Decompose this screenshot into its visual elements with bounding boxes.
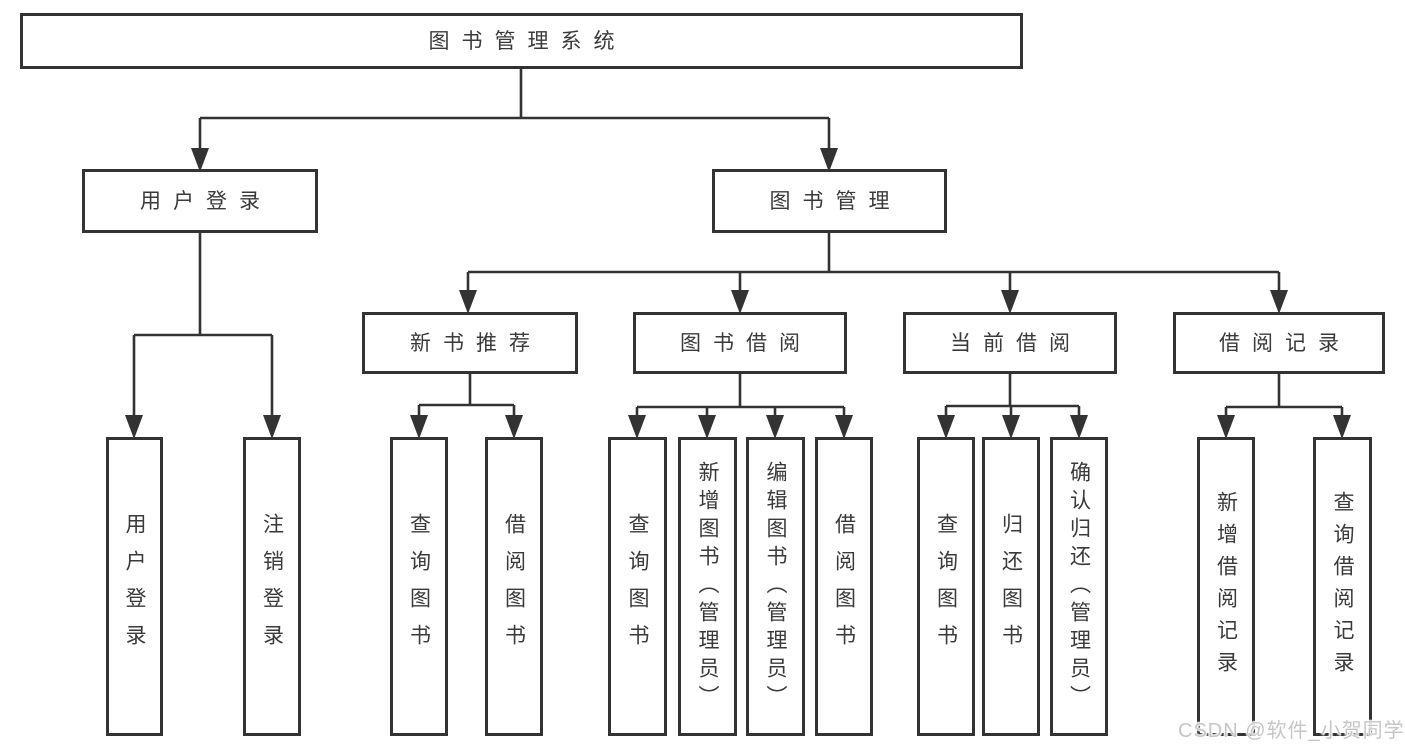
leaf-label: 新增图书（管理员） bbox=[696, 460, 719, 713]
leaf-label: 编辑图书（管理员） bbox=[764, 460, 787, 713]
leaf-query-books: 查询图书 bbox=[608, 437, 667, 736]
csdn-watermark: CSDN @软件_小贺同学 bbox=[1178, 720, 1405, 742]
leaf-add-books-admin: 新增图书（管理员） bbox=[678, 437, 737, 736]
leaf-label: 查询图书 bbox=[407, 512, 431, 661]
leaf-label: 确认归还（管理员） bbox=[1067, 460, 1091, 713]
leaf-query-books: 查询图书 bbox=[390, 437, 448, 736]
leaf-label: 查询借阅记录 bbox=[1331, 490, 1354, 683]
leaf-edit-books-admin: 编辑图书（管理员） bbox=[746, 437, 805, 736]
leaf-logout: 注销登录 bbox=[243, 437, 301, 736]
leaf-borrow-books: 借阅图书 bbox=[485, 437, 543, 736]
node-new-book-recommendation: 新书推荐 bbox=[362, 312, 578, 374]
node-borrowing-records: 借阅记录 bbox=[1173, 312, 1385, 374]
node-current-borrowing: 当前借阅 bbox=[903, 312, 1117, 374]
node-root: 图书管理系统 bbox=[20, 13, 1023, 69]
leaf-query-books: 查询图书 bbox=[917, 437, 975, 736]
leaf-borrow-books: 借阅图书 bbox=[815, 437, 873, 736]
leaf-label: 注销登录 bbox=[260, 512, 284, 661]
node-book-borrowing: 图书借阅 bbox=[633, 312, 847, 374]
leaf-label: 用户登录 bbox=[123, 512, 146, 661]
leaf-label: 借阅图书 bbox=[502, 512, 526, 661]
node-book-management: 图书管理 bbox=[712, 169, 947, 233]
leaf-label: 归还图书 bbox=[999, 512, 1023, 661]
leaf-user-login: 用户登录 bbox=[106, 437, 163, 736]
node-user-login: 用户登录 bbox=[82, 169, 318, 233]
leaf-label: 新增借阅记录 bbox=[1214, 490, 1238, 683]
leaf-query-borrow-record: 查询借阅记录 bbox=[1313, 437, 1372, 736]
leaf-label: 借阅图书 bbox=[832, 512, 856, 661]
leaf-label: 查询图书 bbox=[934, 512, 958, 661]
leaf-return-books: 归还图书 bbox=[982, 437, 1040, 736]
leaf-add-borrow-record: 新增借阅记录 bbox=[1197, 437, 1255, 736]
leaf-label: 查询图书 bbox=[626, 512, 649, 661]
leaf-confirm-return-admin: 确认归还（管理员） bbox=[1050, 437, 1108, 736]
